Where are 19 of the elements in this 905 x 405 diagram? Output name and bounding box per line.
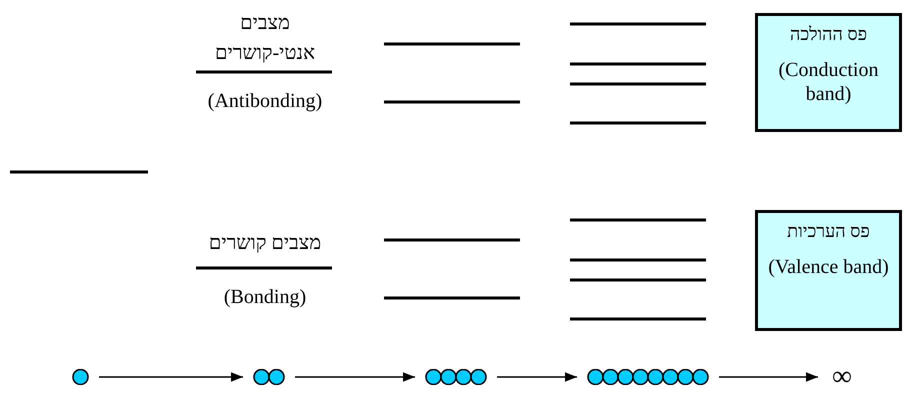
atom-icon	[72, 369, 89, 385]
arrow	[295, 372, 415, 382]
infinity-symbol: ∞	[828, 364, 856, 390]
arrow	[497, 372, 577, 382]
band-box	[755, 13, 902, 132]
arrow	[99, 372, 243, 382]
english-label: (Bonding)	[222, 285, 308, 310]
band-box	[755, 210, 902, 331]
hebrew-label: מצבים קושרים	[208, 231, 322, 256]
atom-group-icon	[425, 369, 487, 385]
band-title: פס ההולכה	[788, 23, 868, 46]
band-subtitle: (Valence band)	[767, 255, 890, 279]
band-title: פס הערכיות	[786, 220, 871, 243]
arrow	[719, 372, 818, 382]
band-subtitle: (Conduction band)	[778, 58, 880, 106]
english-label: (Antibonding)	[206, 89, 324, 114]
atom-group-icon	[587, 369, 709, 385]
hebrew-label: מצבים אנטי-קושרים	[214, 11, 316, 66]
atom-group-icon	[253, 369, 285, 385]
